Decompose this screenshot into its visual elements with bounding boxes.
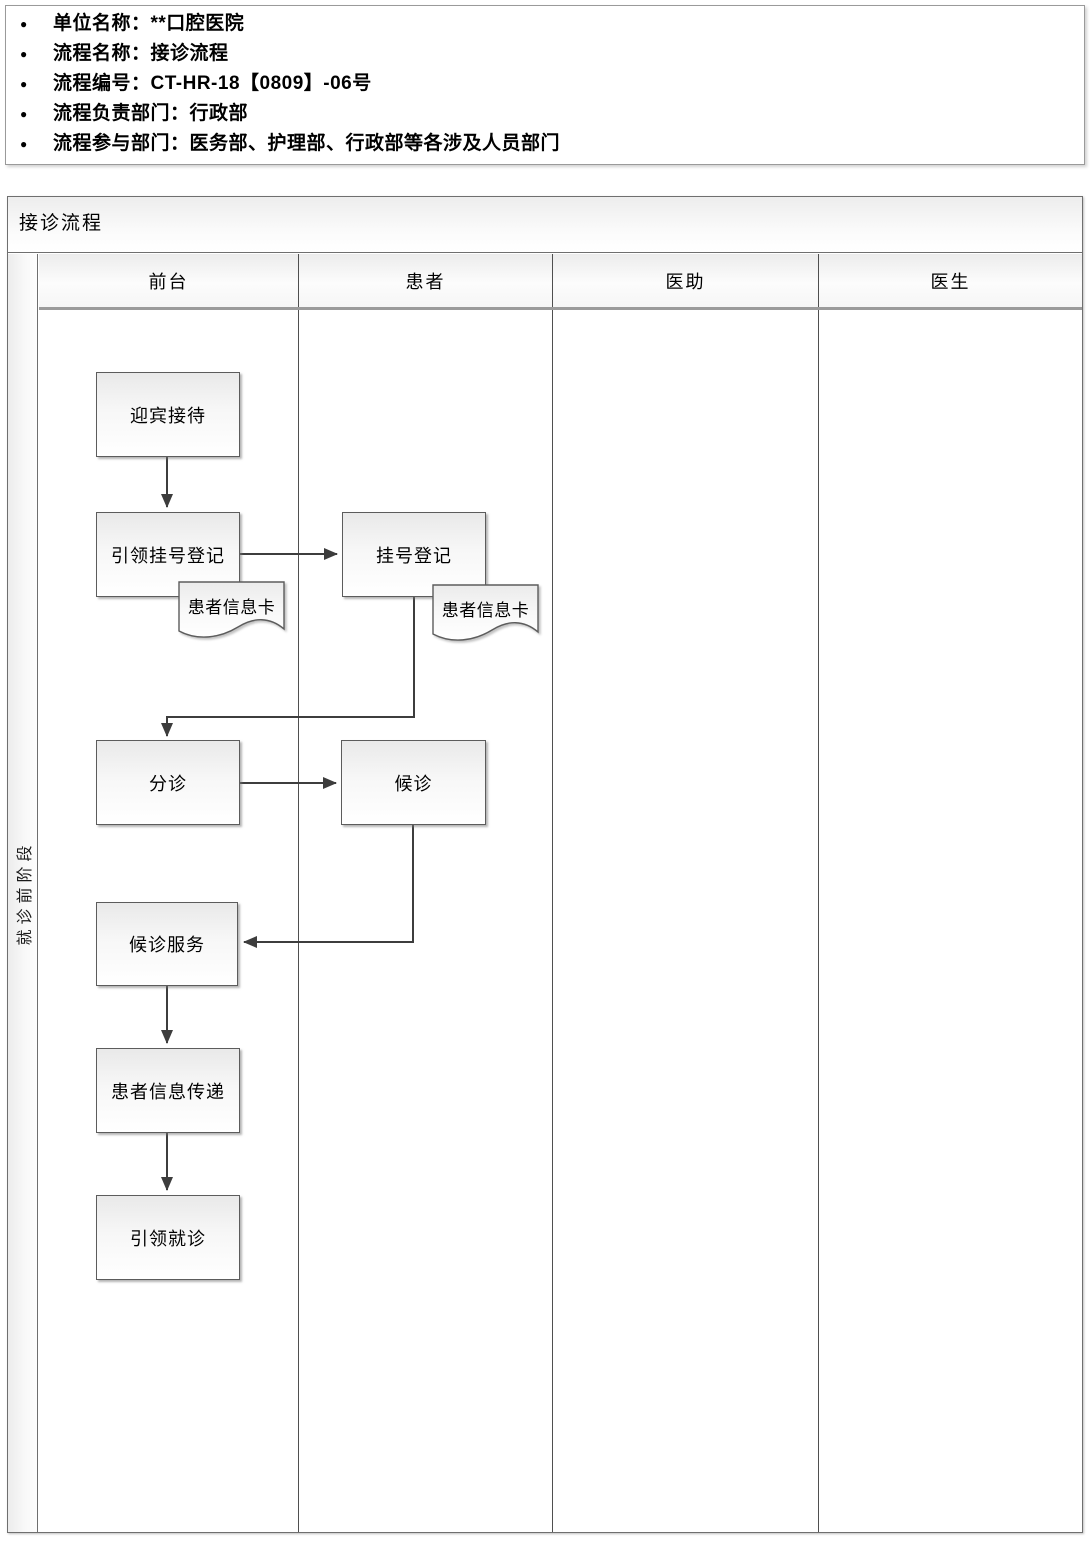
node-waiting: 候诊: [341, 740, 486, 825]
document-label: 患者信息卡: [441, 601, 530, 620]
node-register: 挂号登记: [342, 512, 486, 597]
bullet-icon: ●: [20, 137, 28, 151]
lane-header-front-desk: 前台: [39, 254, 299, 307]
document-shape-patient-card-front: 患者信息卡: [178, 581, 285, 643]
lane-body-assistant: [553, 310, 819, 1532]
lane-body-doctor: [819, 310, 1082, 1532]
document-label: 患者信息卡: [187, 598, 276, 617]
info-participating-dept: 流程参与部门：医务部、护理部、行政部等各涉及人员部门: [53, 133, 561, 154]
list-item: ● 流程负责部门：行政部: [6, 99, 1084, 129]
list-item: ● 流程名称：接诊流程: [6, 39, 1084, 69]
node-triage: 分诊: [96, 740, 240, 825]
list-item: ● 单位名称：**口腔医院: [6, 9, 1084, 39]
flowchart-title-bar: 接诊流程: [8, 197, 1082, 253]
stage-label: 就诊前阶段: [16, 840, 34, 946]
bullet-icon: ●: [20, 17, 28, 31]
document-shape-patient-card-patient: 患者信息卡: [432, 584, 539, 646]
lane-body-patient: [299, 310, 553, 1532]
bullet-icon: ●: [20, 107, 28, 121]
list-item: ● 流程编号：CT-HR-18【0809】-06号: [6, 69, 1084, 99]
bullet-icon: ●: [20, 77, 28, 91]
info-process-number: 流程编号：CT-HR-18【0809】-06号: [53, 73, 372, 94]
lane-header-patient: 患者: [299, 254, 553, 307]
list-item: ● 流程参与部门：医务部、护理部、行政部等各涉及人员部门: [6, 129, 1084, 159]
node-guide-visit: 引领就诊: [96, 1195, 240, 1280]
info-unit-name: 单位名称：**口腔医院: [53, 13, 245, 34]
bullet-icon: ●: [20, 47, 28, 61]
lane-header-row: 前台 患者 医助 医生: [39, 254, 1082, 310]
node-patient-info-transfer: 患者信息传递: [96, 1048, 240, 1133]
node-waiting-service: 候诊服务: [96, 902, 238, 986]
info-responsible-dept: 流程负责部门：行政部: [53, 103, 249, 124]
document-icon: [432, 584, 539, 641]
stage-band: 就诊前阶段: [8, 254, 38, 1532]
lane-header-doctor: 医生: [819, 254, 1082, 307]
flowchart-title: 接诊流程: [19, 213, 104, 234]
lane-header-assistant: 医助: [553, 254, 819, 307]
info-process-name: 流程名称：接诊流程: [53, 43, 229, 64]
node-welcome: 迎宾接待: [96, 372, 240, 457]
process-info-panel: ● 单位名称：**口腔医院 ● 流程名称：接诊流程 ● 流程编号：CT-HR-1…: [5, 5, 1085, 165]
flowchart-frame: 接诊流程 就诊前阶段 前台 患者 医助 医生: [7, 196, 1083, 1533]
